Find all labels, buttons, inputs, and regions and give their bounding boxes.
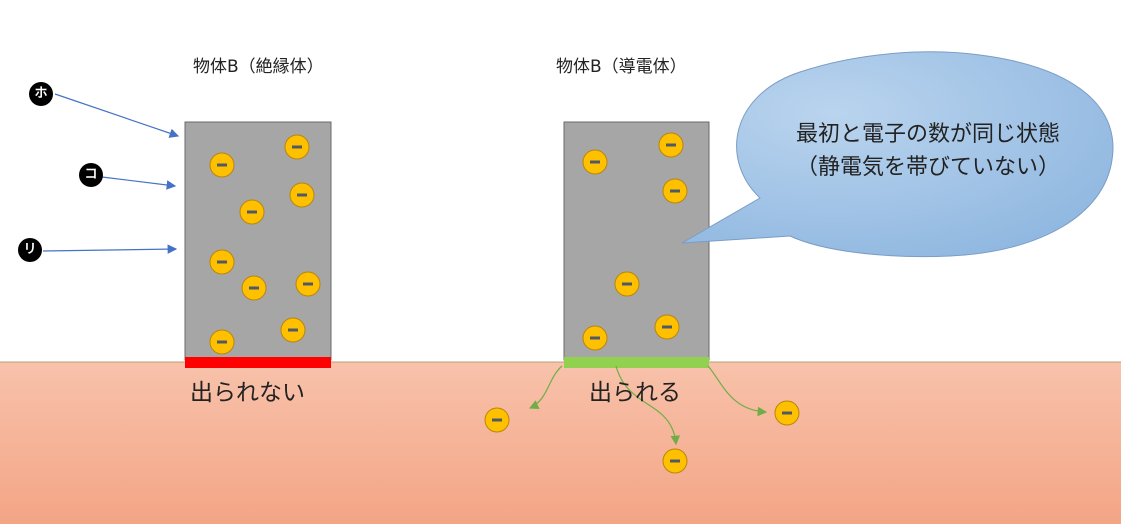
- marker-ho: ホ: [29, 82, 53, 106]
- arrow-ho: [54, 93, 180, 138]
- electron-icon: [662, 448, 688, 474]
- electron-icon: [484, 407, 510, 433]
- escape-path-right: [707, 365, 768, 417]
- marker-ri: リ: [18, 238, 42, 262]
- electron-icon: [662, 178, 688, 204]
- insulator-title: 物体B（絶縁体）: [193, 57, 324, 77]
- arrow-ri: [42, 244, 178, 254]
- electron-icon: [582, 325, 608, 351]
- electron-icon: [654, 314, 680, 340]
- electron-icon: [284, 134, 310, 160]
- speech-bubble: [681, 51, 1114, 258]
- bubble-line-1: 最初と電子の数が同じ状態: [795, 122, 1060, 147]
- escape-path-left: [528, 365, 563, 409]
- electron-icon: [658, 132, 684, 158]
- marker-ko: コ: [79, 163, 103, 187]
- insulator-body: [184, 121, 332, 361]
- electron-group: [209, 132, 800, 474]
- electron-icon: [582, 149, 608, 175]
- insulator-bottom-label: 出られない: [190, 380, 305, 406]
- electron-icon: [241, 275, 267, 301]
- electron-icon: [774, 400, 800, 426]
- bubble-line-2: （静電気を帯びていない）: [795, 155, 1060, 180]
- insulator-bottom-bar: [185, 357, 331, 368]
- conductor-bottom-label: 出られる: [589, 380, 681, 406]
- conductor-bottom-bar: [564, 357, 709, 368]
- electron-icon: [239, 199, 265, 225]
- conductor-title: 物体B（導電体）: [556, 57, 687, 77]
- electron-icon: [209, 249, 235, 275]
- electron-icon: [209, 329, 235, 355]
- electron-icon: [295, 271, 321, 297]
- ground: [0, 362, 1121, 524]
- electron-icon: [614, 271, 640, 297]
- bubble-text: 最初と電子の数が同じ状態 （静電気を帯びていない）: [748, 118, 1108, 184]
- electron-icon: [280, 317, 306, 343]
- electron-icon: [209, 152, 235, 178]
- electron-icon: [289, 182, 315, 208]
- arrow-ko: [101, 176, 177, 190]
- escape-path-middle: [615, 365, 681, 446]
